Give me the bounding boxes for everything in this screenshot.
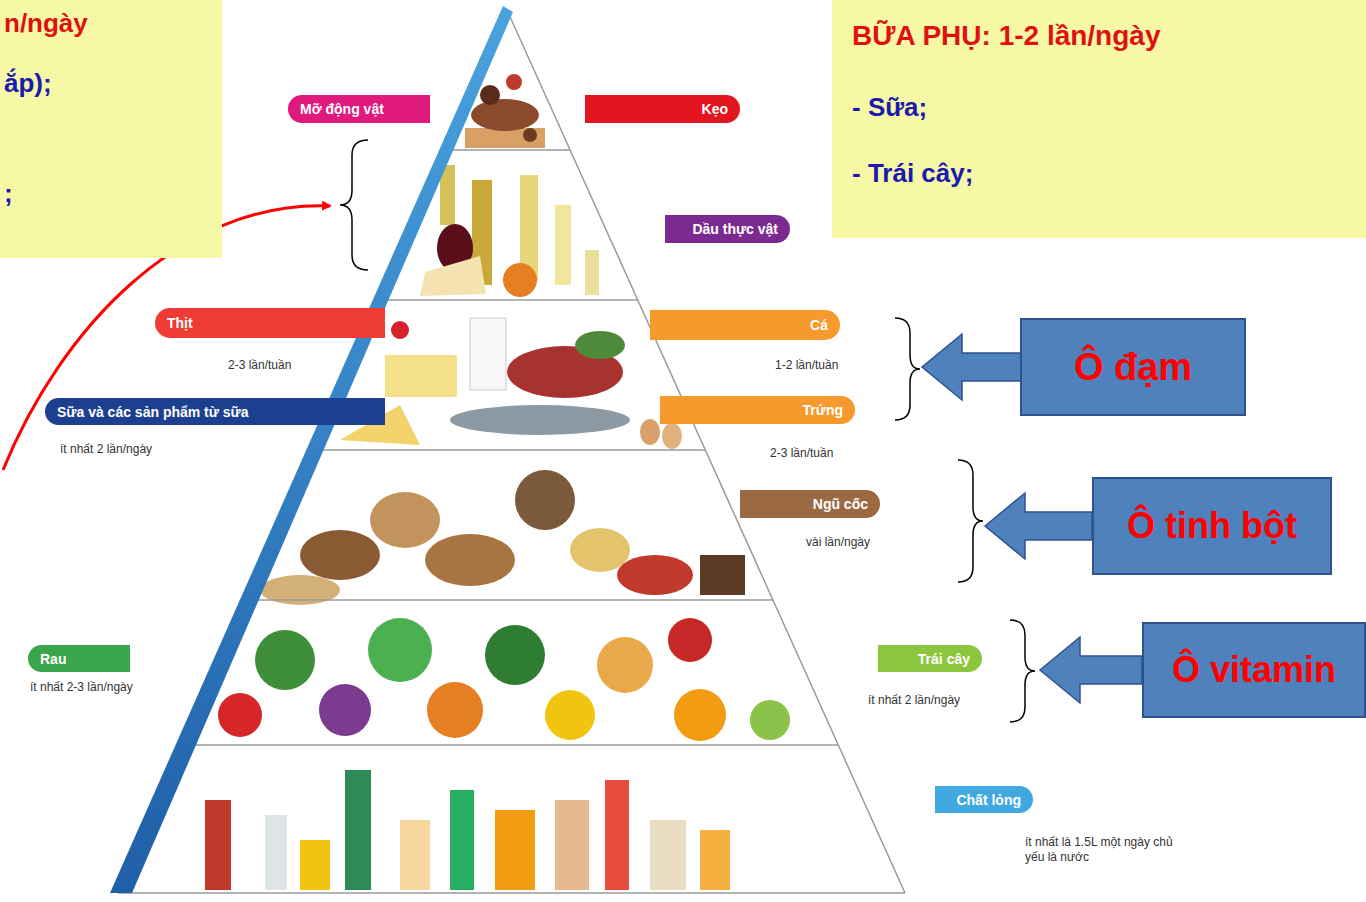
group-box: Ô tinh bột (1092, 477, 1332, 575)
frequency-note: ít nhất 2 lần/ngày (868, 693, 960, 708)
group-label: Ô đạm (1074, 346, 1192, 389)
food-name: Thịt (167, 315, 193, 331)
pyramid-outline (110, 6, 905, 893)
food-ribbon: Mỡ động vật (288, 95, 430, 123)
frequency-note: 1-2 lần/tuần (775, 358, 838, 373)
panel-line: - Trái cây; (852, 158, 973, 189)
frequency-note: 2-3 lần/tuần (770, 446, 833, 461)
food-name: Ngũ cốc (813, 496, 868, 512)
group-label: Ô tinh bột (1127, 505, 1297, 547)
frequency-note: vài lần/ngày (806, 535, 870, 550)
frequency-note: ít nhất 2 lần/ngày (60, 442, 152, 457)
food-ribbon: Chất lỏngít nhất là 1.5L một ngày chủ yế… (935, 786, 1033, 813)
food-name: Cá (810, 317, 828, 333)
food-ribbon: Dầu thực vật (665, 215, 790, 243)
food-name: Mỡ động vật (300, 101, 384, 117)
frequency-note: ít nhất là 1.5L một ngày chủ yếu là nước (1025, 835, 1175, 865)
food-name: Kẹo (702, 101, 728, 117)
meal-note-panel: n/ngày ắp);; (0, 0, 222, 258)
food-ribbon: Kẹo (585, 95, 740, 123)
snack-note-panel: BỮA PHỤ: 1-2 lần/ngày - Sữa; - Trái cây; (832, 0, 1366, 238)
food-ribbon: Trái câyít nhất 2 lần/ngày (878, 645, 982, 672)
panel-heading: BỮA PHỤ: 1-2 lần/ngày (852, 20, 1160, 52)
food-ribbon: Trứng2-3 lần/tuần (660, 396, 855, 424)
food-name: Chất lỏng (956, 792, 1021, 808)
frequency-note: ít nhất 2-3 lần/ngày (30, 680, 133, 695)
food-ribbon: Cá1-2 lần/tuần (650, 310, 840, 340)
food-name: Sữa và các sản phẩm từ sữa (57, 404, 249, 420)
frequency-note: 2-3 lần/tuần (228, 358, 291, 373)
food-ribbon: Thịt2-3 lần/tuần (155, 308, 385, 338)
food-ribbon: Sữa và các sản phẩm từ sữaít nhất 2 lần/… (45, 398, 385, 425)
food-name: Dầu thực vật (692, 221, 778, 237)
food-name: Trứng (803, 402, 843, 418)
panel-line: ắp); (4, 68, 52, 99)
food-name: Trái cây (918, 651, 970, 667)
panel-line: ; (4, 178, 13, 209)
panel-heading: n/ngày (4, 8, 88, 39)
group-box: Ô vitamin (1142, 622, 1366, 718)
food-ribbon: Ngũ cốcvài lần/ngày (740, 490, 880, 518)
group-box: Ô đạm (1020, 318, 1246, 416)
food-ribbon: Rauít nhất 2-3 lần/ngày (28, 645, 130, 672)
panel-line: - Sữa; (852, 92, 927, 123)
food-name: Rau (40, 651, 66, 667)
group-label: Ô vitamin (1172, 649, 1336, 691)
